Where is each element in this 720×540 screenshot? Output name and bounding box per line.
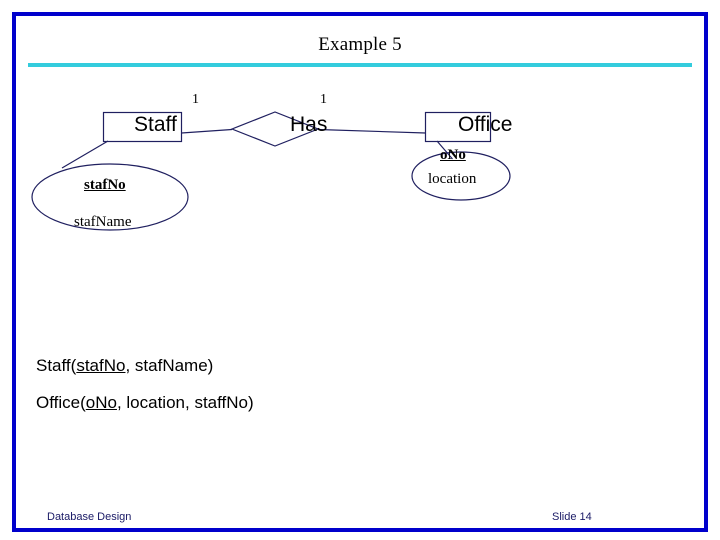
footer-slide-number: Slide 14: [552, 511, 592, 523]
schema-line-office: Office(oNo, location, staffNo): [36, 393, 254, 413]
attribute-key-staff: stafNo: [84, 177, 126, 193]
schema-office-primary-key: oNo: [85, 393, 117, 412]
footer-course-name: Database Design: [47, 511, 132, 523]
entity-label-office: Office: [458, 113, 513, 136]
entity-label-staff: Staff: [134, 113, 177, 136]
attribute-key-office: oNo: [440, 147, 466, 163]
attribute-staff-name: stafName: [74, 214, 132, 230]
relationship-label-has: Has: [290, 113, 328, 136]
attribute-office-location: location: [428, 171, 477, 187]
schema-staff-prefix: Staff(: [36, 356, 77, 375]
schema-staff-rest: , stafName): [125, 356, 214, 375]
schema-office-prefix: Office(: [36, 393, 86, 412]
page-title: Example 5: [318, 34, 402, 55]
title-divider: [28, 63, 692, 67]
schema-office-rest: , location, staffNo): [116, 393, 254, 412]
cardinality-office-side: 1: [320, 92, 327, 107]
slide-border: [12, 12, 708, 532]
cardinality-staff-side: 1: [192, 92, 199, 107]
schema-staff-primary-key: stafNo: [76, 356, 126, 375]
schema-line-staff: Staff(stafNo, stafName): [36, 356, 213, 376]
